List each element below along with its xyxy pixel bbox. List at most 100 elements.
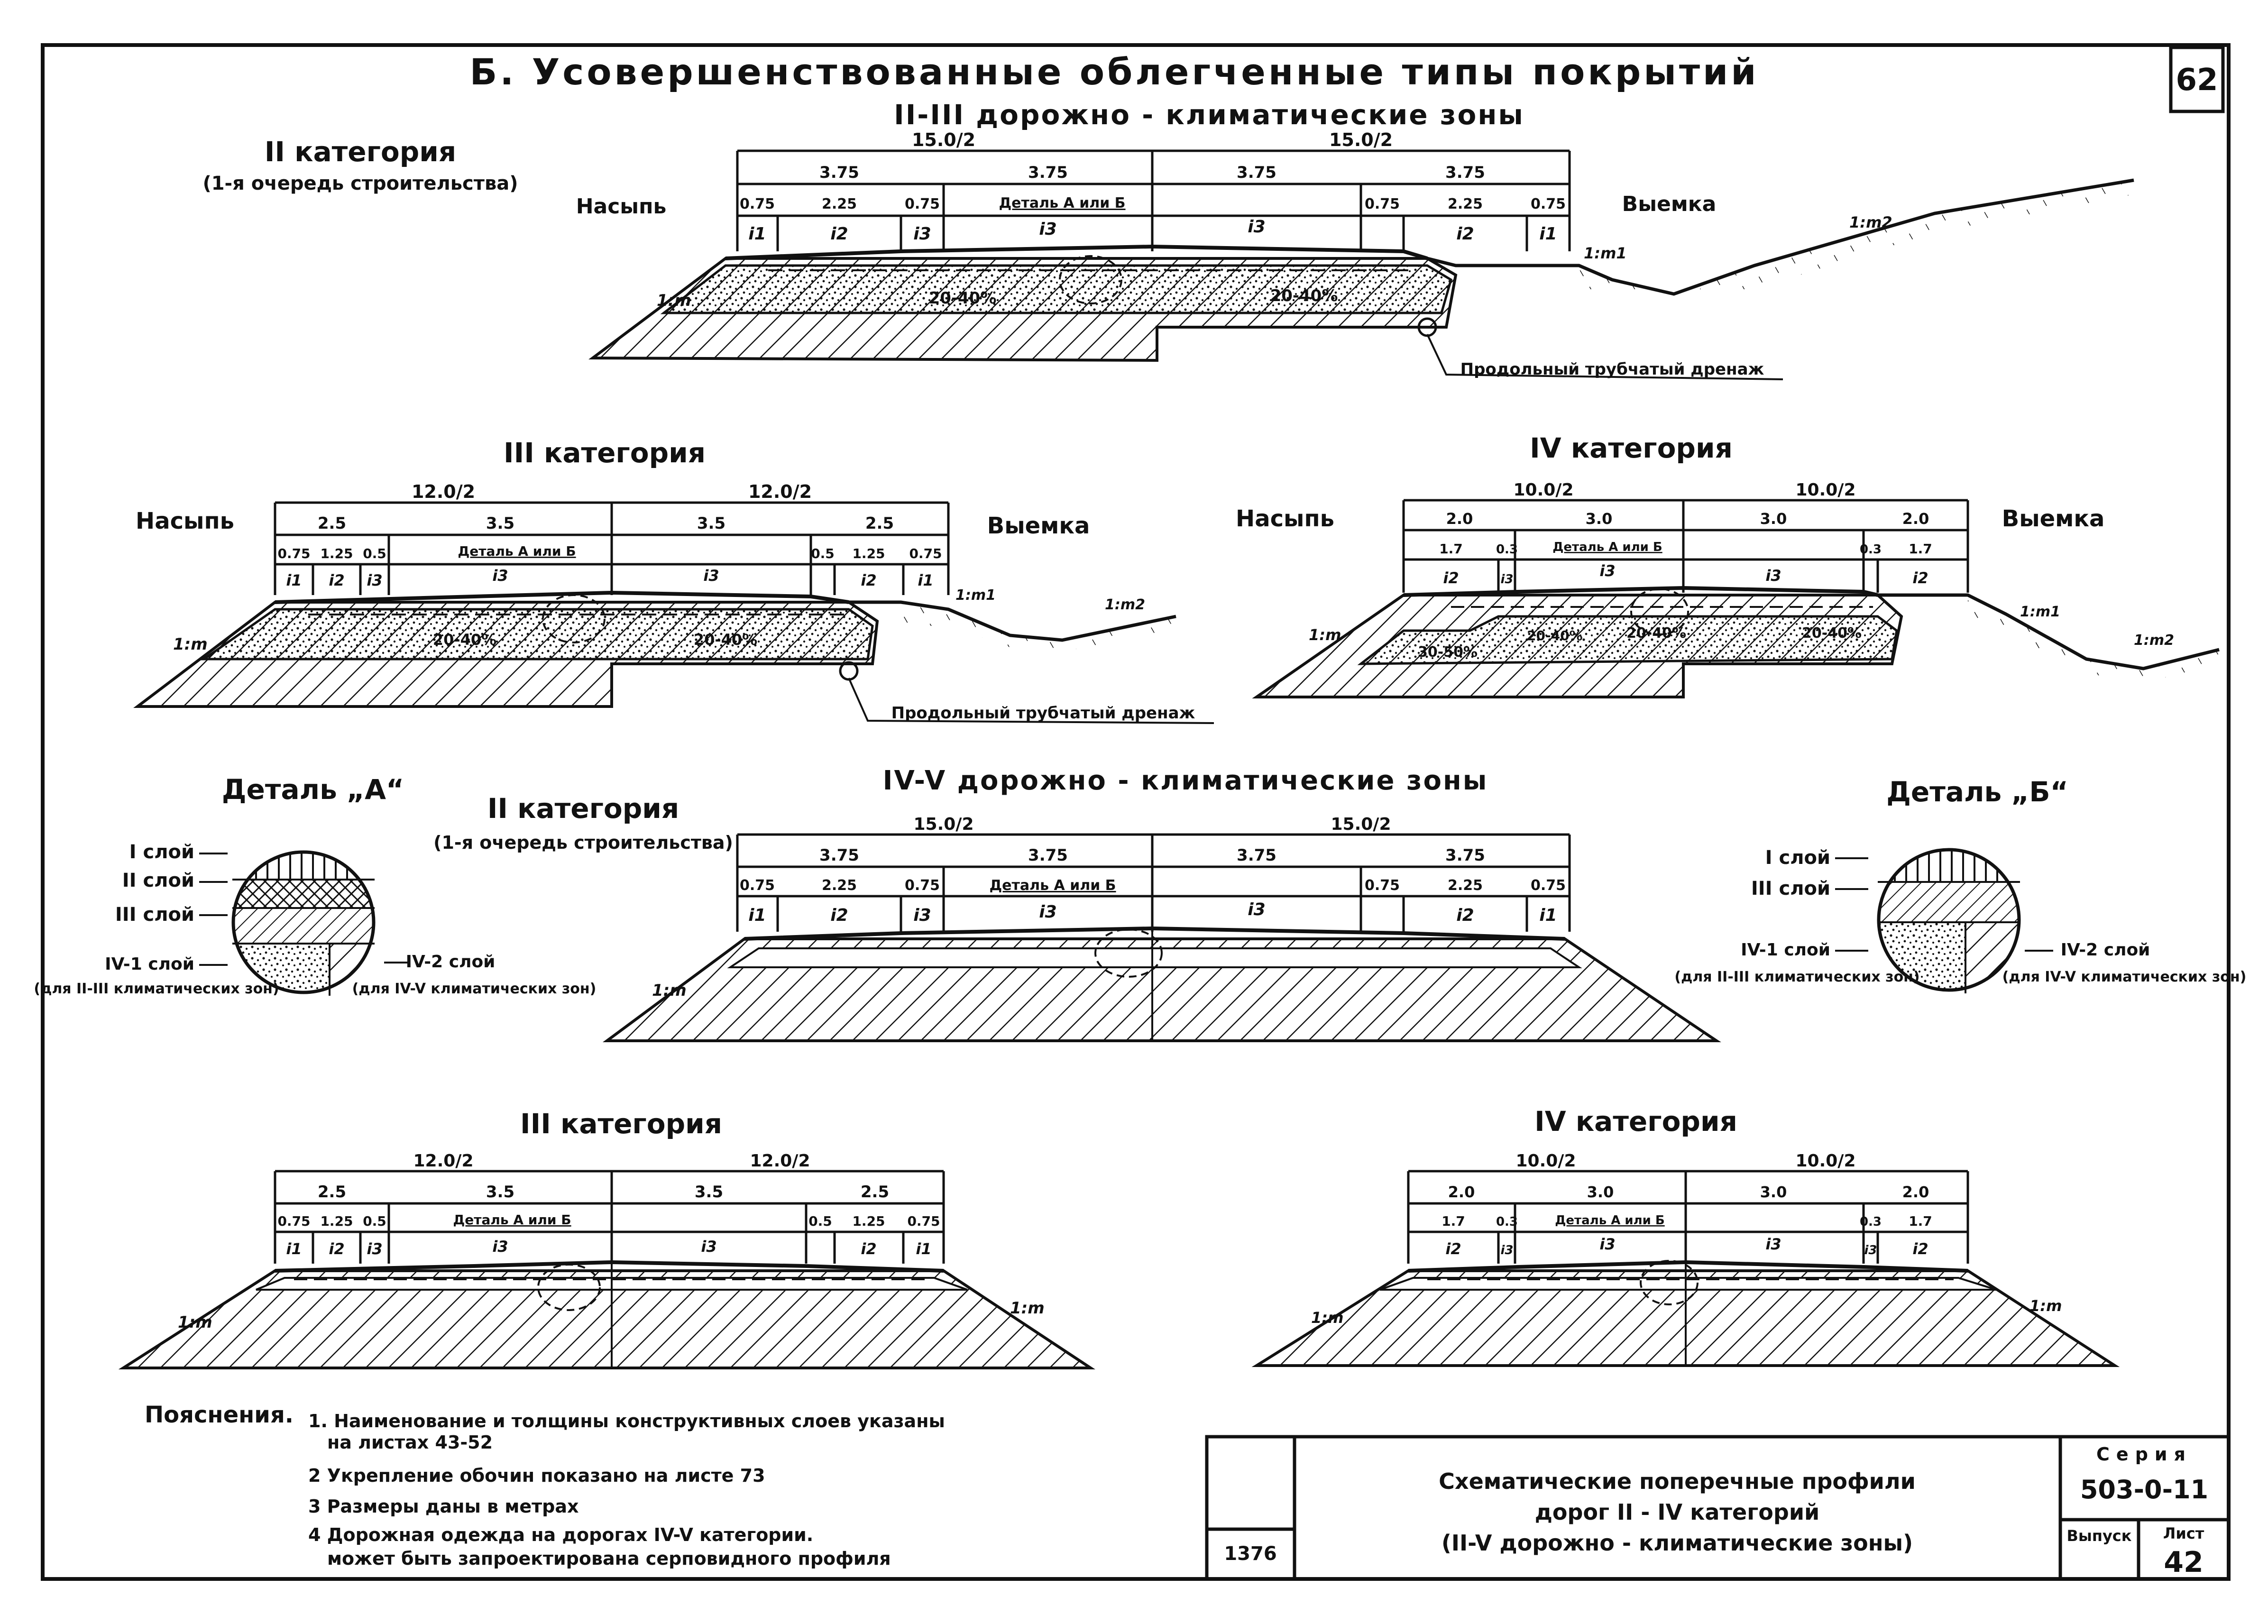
dim-sub: 0.5 [808,1213,832,1229]
dim-seg: 3.75 [1445,846,1485,865]
slope-i: i2 [1456,906,1474,925]
dim-half-right: 15.0/2 [1331,815,1391,834]
note-item: 3 Размеры даны в метрах [308,1496,579,1517]
slope-i: i3 [1500,1243,1513,1257]
percent-label: 20-40% [1270,286,1338,305]
slope-i: i3 [492,567,508,585]
dim-seg: 3.0 [1760,510,1787,528]
profile-cat4-bot: IV категория 10.0/2 10.0/2 2.0 3.0 3.0 2… [1251,1105,2120,1367]
layer-label: II слой [122,870,194,891]
issue-label: Выпуск [2067,1527,2132,1545]
dim-sub: 1.25 [320,1213,353,1229]
detail-reference: Деталь А или Б [1555,1213,1664,1228]
slope-i: i1 [748,224,766,244]
slope-i: i3 [367,571,382,589]
dim-sub: 1.25 [852,1213,885,1229]
cut-label: Выемка [1622,192,1717,216]
slope-ratio: 1:m [657,291,691,310]
dim-seg: 2.5 [318,514,346,533]
slope-i: i3 [1248,217,1265,237]
slope-i: i1 [748,906,766,925]
slope-ratio: 1:m [652,981,687,1000]
note-item: может быть запроектирована серповидного … [327,1548,891,1569]
slope-ratio: 1:m1 [955,587,996,604]
slope-i: i3 [367,1240,382,1258]
cut-label: Выемка [2002,505,2105,532]
slope-i: i2 [1912,1240,1928,1258]
dim-sub: 2.25 [822,877,857,894]
dim-sub: 0.5 [363,546,386,561]
detail-reference: Деталь А или Б [999,195,1125,211]
drain-label: Продольный трубчатый дренаж [1460,360,1764,379]
zone-header-top: II-III дорожно - климатические зоны [894,99,1524,131]
dim-sub: 1.25 [852,546,885,561]
sheet-label: Лист [2163,1524,2204,1542]
profile-cat4-top: IV категория Насыпь Выемка 10.0/2 10.0/2… [1236,432,2220,698]
slope-i: i1 [286,571,302,589]
slope-i: i2 [329,1240,344,1258]
slope-ratio: 1:m [173,635,208,654]
dim-seg: 2.5 [318,1183,346,1202]
dim-seg: 2.0 [1902,1183,1929,1201]
detail-title: Деталь „Б“ [1886,776,2068,808]
dim-sub: 0.75 [740,196,775,212]
profile-subheading: (1-я очередь строительства) [433,832,733,853]
dim-half-left: 15.0/2 [913,815,973,834]
dim-sub: 0.75 [1531,196,1566,212]
dim-sub: 0.3 [1496,1215,1518,1229]
slope-i: i1 [1539,224,1557,244]
profile-heading: III категория [520,1108,722,1140]
detail-circle [1640,1260,1699,1305]
layer-label: I слой [129,841,194,863]
detail-title: Деталь „А“ [222,773,404,806]
percent-label: 20-40% [1802,625,1862,642]
dim-seg: 2.0 [1448,1183,1475,1201]
slope-i: i2 [1445,1240,1461,1258]
slope-i: i2 [1443,569,1459,587]
dim-seg: 3.5 [695,1183,723,1202]
slope-i: i1 [1539,906,1557,925]
dim-sub: 0.75 [740,877,775,894]
dim-seg: 2.0 [1902,510,1929,528]
dim-half-right: 10.0/2 [1795,480,1855,500]
dim-seg: 2.5 [861,1183,889,1202]
drawing-code: 1376 [1224,1543,1276,1565]
slope-i: i3 [1599,562,1615,580]
slope-i: i2 [329,571,344,589]
dim-sub: 0.3 [1496,542,1518,557]
dim-half-right: 15.0/2 [1329,129,1393,150]
slope-i: i3 [492,1238,508,1256]
dim-seg: 3.75 [1237,163,1276,182]
percent-label: 20-40% [929,289,997,308]
note-item: 2 Укрепление обочин показано на листе 73 [308,1465,765,1486]
slope-i: i2 [861,571,876,589]
profile-heading: II категория [265,136,456,168]
dim-sub: 0.75 [277,1213,310,1229]
dim-seg: 3.75 [819,846,859,865]
slope-i: i1 [916,1240,931,1258]
detail-circle [1094,928,1163,978]
slope-i: i3 [701,1238,716,1256]
series-value: 503-0-11 [2080,1475,2208,1505]
dim-sub: 1.7 [1909,1213,1932,1229]
dim-half-left: 12.0/2 [412,481,475,502]
dim-sub: 0.75 [907,1213,940,1229]
slope-i: i3 [913,906,931,925]
slope-i: i3 [1500,572,1513,587]
dim-sub: 0.75 [1365,196,1400,212]
layer-note: (для IV-V климатических зон) [352,981,597,997]
dim-sub: 0.3 [1860,542,1882,557]
percent-label: 20-40% [1527,628,1583,643]
dim-sub: 1.25 [320,546,353,561]
layer-label: III слой [1751,878,1830,899]
slope-ratio: 1:m1 [2020,604,2060,620]
base-layer [660,264,1452,314]
slope-i: i3 [913,224,931,244]
layer-label: IV-2 слой [406,952,496,972]
dim-seg: 3.75 [819,163,859,182]
layer-label: IV-2 слой [2061,940,2150,960]
dim-seg: 3.5 [697,514,725,533]
slope-i: i3 [1248,900,1265,919]
note-item: на листах 43-52 [327,1432,493,1453]
